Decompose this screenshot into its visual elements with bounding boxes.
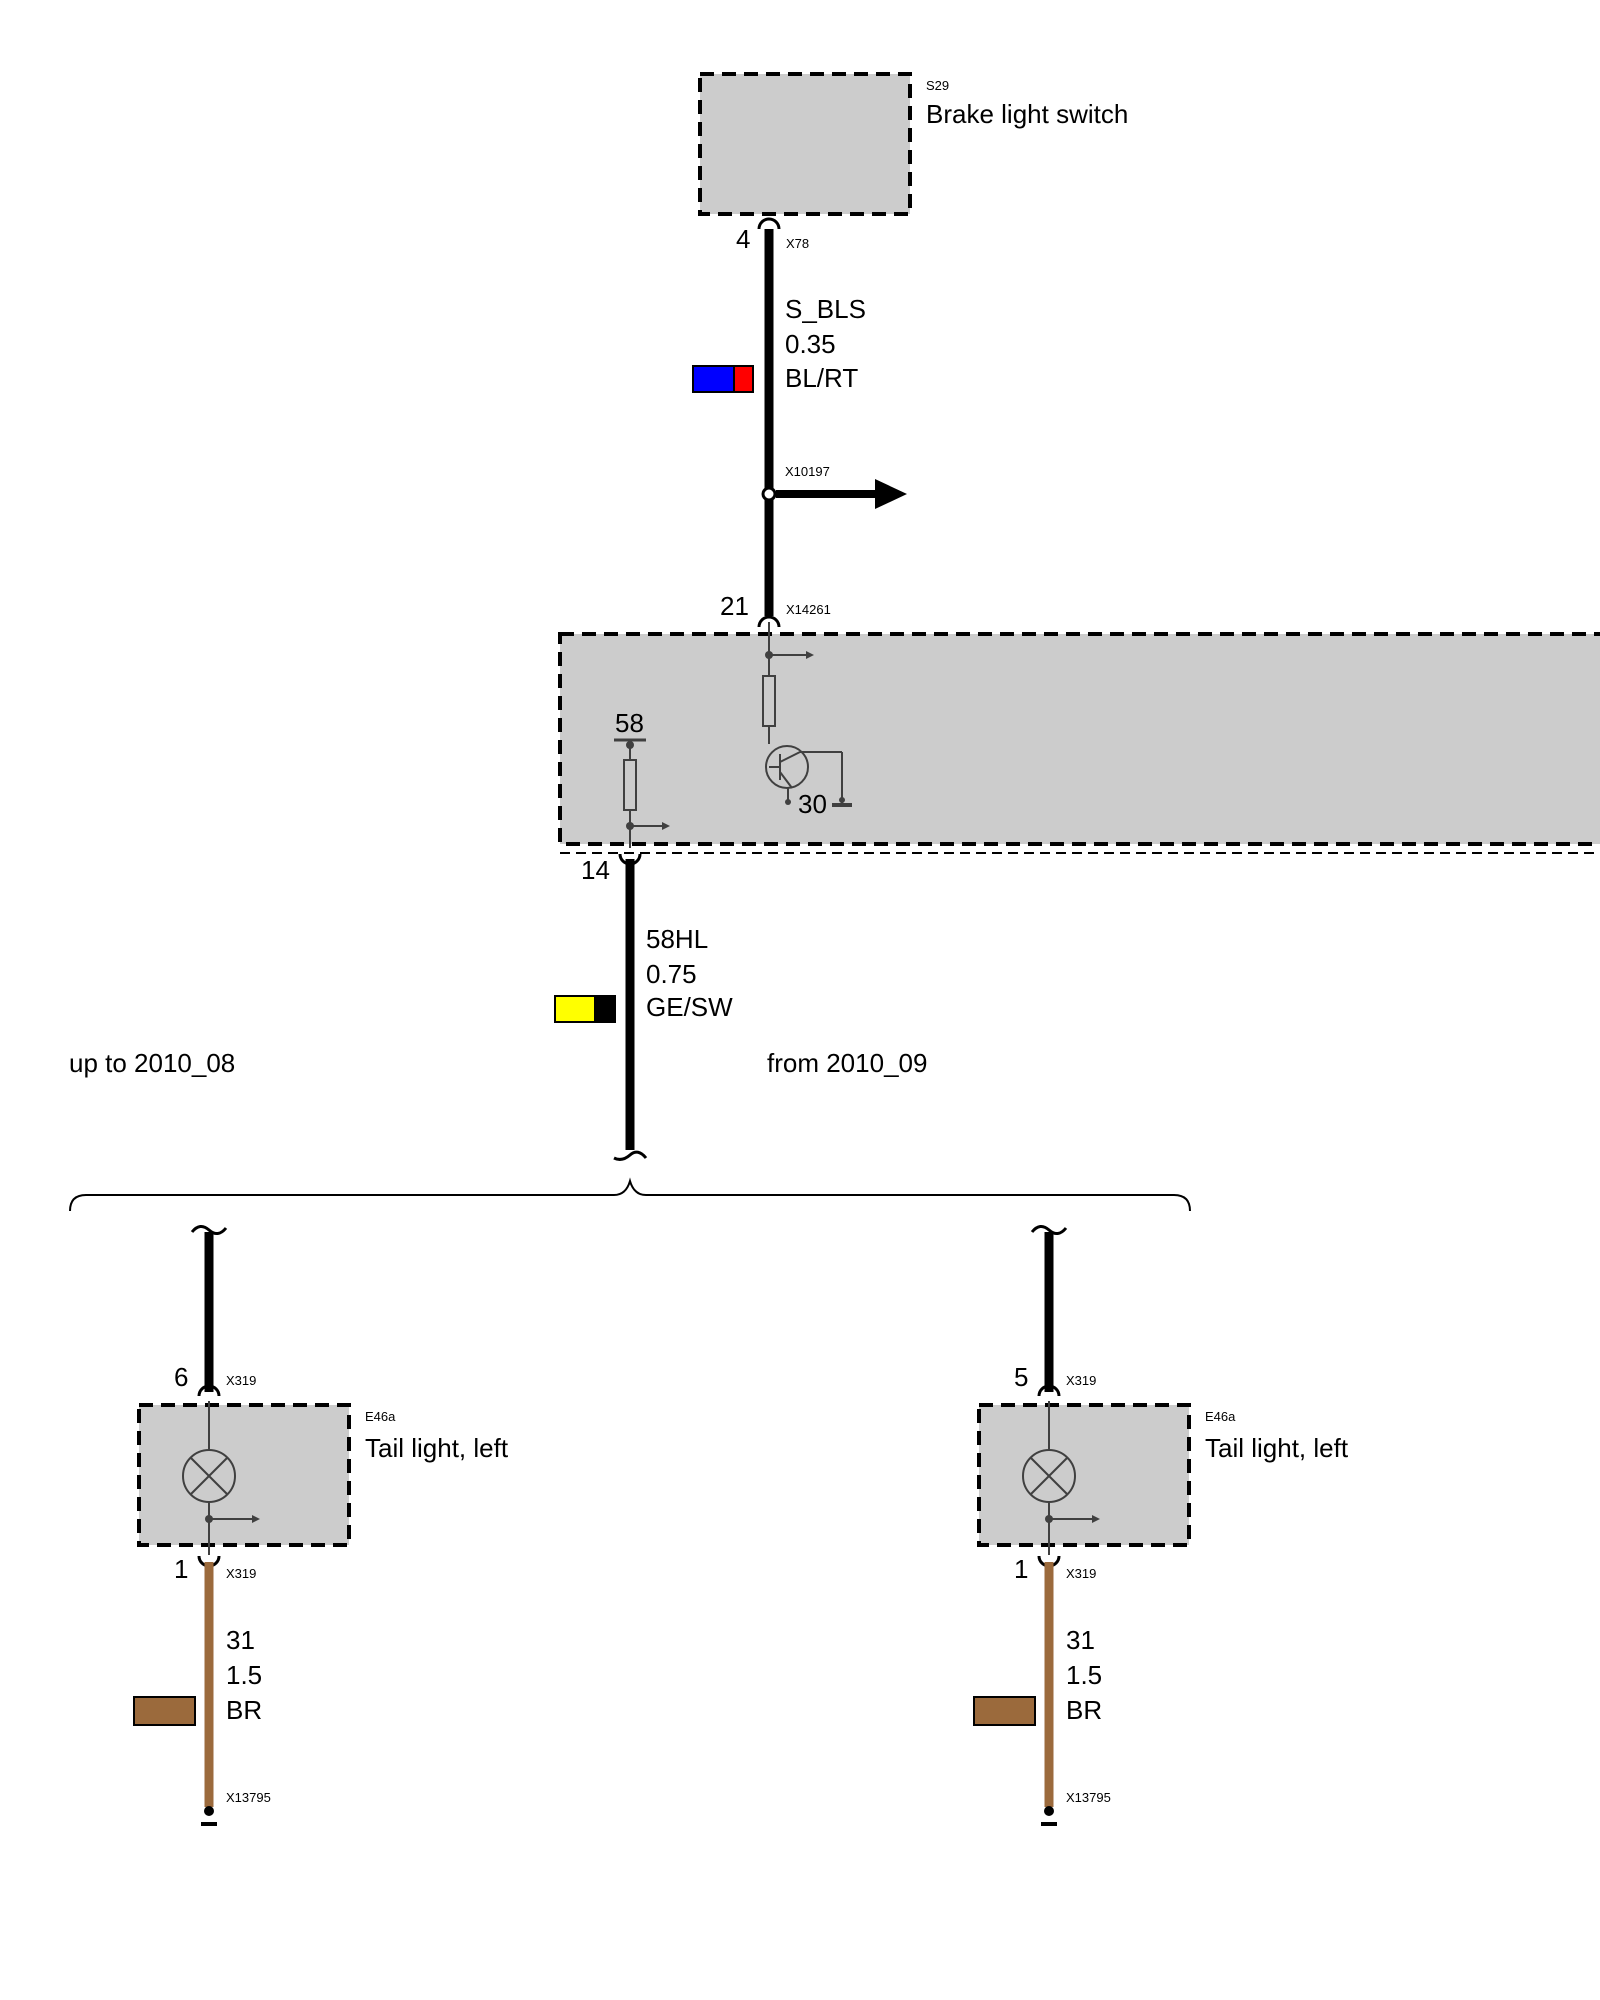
- tail-light-left-a[interactable]: [137, 1403, 351, 1547]
- pin-4-label: 4: [736, 224, 750, 254]
- wire-color-swatch-bl-rt: [692, 365, 754, 393]
- wire-58hl-break-icon: [613, 1150, 648, 1161]
- tail-a-label: Tail light, left: [365, 1433, 509, 1463]
- tail-a-ground-label: X13795: [226, 1790, 271, 1805]
- output-resistor-circuit: [614, 738, 670, 848]
- wire-58hl-gauge: 0.75: [646, 959, 697, 989]
- tail-b-pin-in: 5: [1014, 1362, 1028, 1392]
- control-module[interactable]: [558, 632, 1600, 854]
- wire-color-swatch-br-a: [133, 1696, 196, 1726]
- tail-b-wire-break-icon: [1030, 1225, 1068, 1235]
- pin-14-label: 14: [581, 855, 610, 885]
- splice-arrow-icon[interactable]: [875, 479, 907, 509]
- tail-b-ground-icon: [1041, 1806, 1057, 1826]
- tail-a-conn-in: X319: [226, 1373, 256, 1388]
- connector-x14261-symbol: [757, 615, 781, 628]
- lamp-icon: [1022, 1401, 1100, 1555]
- tail-a-wire-break-icon: [190, 1225, 228, 1235]
- tail-b-conn-out: X319: [1066, 1566, 1096, 1581]
- tail-a-wire-gauge: 1.5: [226, 1660, 262, 1690]
- tail-a-wire-signal: 31: [226, 1625, 255, 1655]
- tail-a-wire-color: BR: [226, 1695, 262, 1725]
- tail-b-ground-label: X13795: [1066, 1790, 1111, 1805]
- splice-x10197-label: X10197: [785, 464, 830, 479]
- wire-color-swatch-br-b: [973, 1696, 1036, 1726]
- lamp-icon: [182, 1401, 260, 1555]
- tail-a-ground-icon: [201, 1806, 217, 1826]
- tail-b-id: E46a: [1205, 1409, 1236, 1424]
- tail-b-label: Tail light, left: [1205, 1433, 1349, 1463]
- tail-b-wire-color: BR: [1066, 1695, 1102, 1725]
- tail-b-wire-signal: 31: [1066, 1625, 1095, 1655]
- terminal-58-label: 58: [615, 708, 644, 738]
- splice-x10197[interactable]: [761, 486, 777, 502]
- wire-s-bls-color: BL/RT: [785, 363, 858, 393]
- wire-color-swatch-ge-sw: [554, 995, 616, 1023]
- wire-58hl-signal: 58HL: [646, 924, 708, 954]
- tail-a-id: E46a: [365, 1409, 396, 1424]
- brake-light-switch[interactable]: [698, 72, 912, 216]
- tail-b-connector-in-symbol: [1037, 1384, 1061, 1397]
- tail-light-left-b[interactable]: [977, 1403, 1191, 1547]
- connector-x78-symbol: [757, 217, 781, 230]
- pin-21-label: 21: [720, 591, 749, 621]
- variant-label-right: from 2010_09: [767, 1048, 927, 1078]
- brake-switch-label: Brake light switch: [926, 99, 1128, 129]
- tail-a-pin-out: 1: [174, 1554, 188, 1584]
- tail-a-pin-in: 6: [174, 1362, 188, 1392]
- variant-brace: [69, 1177, 1191, 1212]
- tail-a-conn-out: X319: [226, 1566, 256, 1581]
- tail-b-wire-gauge: 1.5: [1066, 1660, 1102, 1690]
- tail-a-connector-in-symbol: [197, 1384, 221, 1397]
- variant-label-left: up to 2010_08: [69, 1048, 235, 1078]
- wire-s-bls-gauge: 0.35: [785, 329, 836, 359]
- wire-s-bls-signal: S_BLS: [785, 294, 866, 324]
- tail-b-pin-out: 1: [1014, 1554, 1028, 1584]
- tail-b-conn-in: X319: [1066, 1373, 1096, 1388]
- input-transistor-circuit: [762, 622, 852, 807]
- connector-x14261-label: X14261: [786, 602, 831, 617]
- connector-x78-label: X78: [786, 236, 809, 251]
- brake-switch-id: S29: [926, 78, 949, 93]
- terminal-30-label: 30: [798, 789, 827, 819]
- wire-58hl-color: GE/SW: [646, 992, 733, 1022]
